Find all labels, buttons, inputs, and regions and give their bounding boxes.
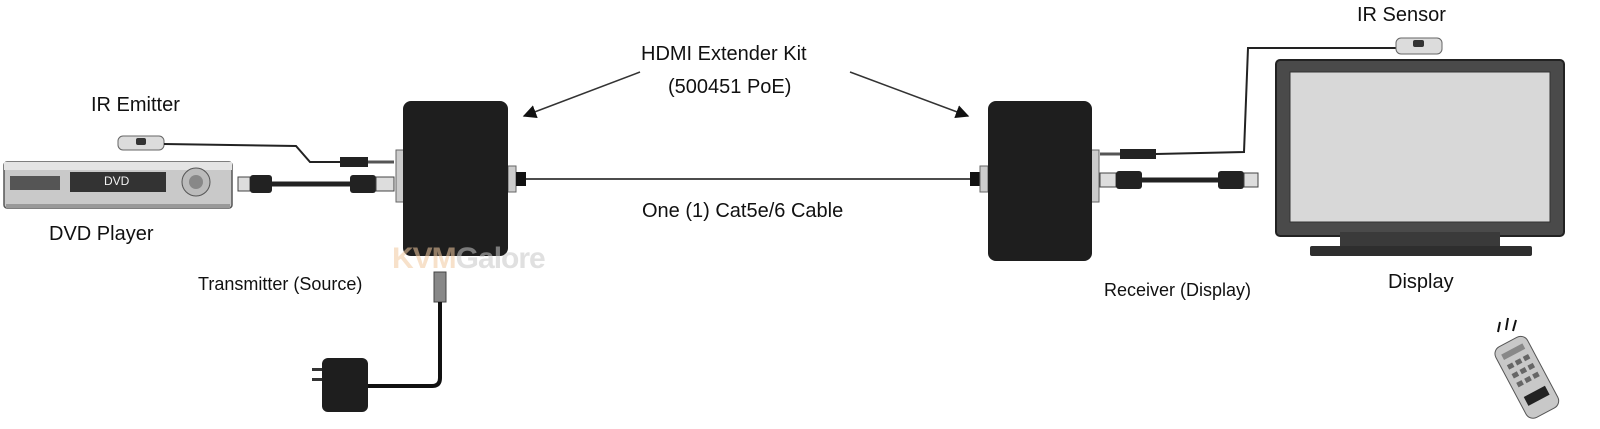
ir-sensor — [1100, 37, 1443, 159]
hdmi-cable-display — [1099, 171, 1259, 189]
ir-emitter-label: IR Emitter — [91, 94, 180, 116]
dvd-player — [3, 161, 233, 209]
display-label: Display — [1388, 271, 1454, 293]
transmitter-unit — [395, 101, 517, 256]
ir-sensor-label: IR Sensor — [1357, 4, 1446, 26]
transmitter-label: Transmitter (Source) — [198, 274, 363, 294]
watermark: KVMGalore — [392, 242, 546, 275]
receiver-label: Receiver (Display) — [1104, 280, 1252, 300]
kit-model-label: (500451 PoE) — [668, 76, 792, 98]
cable-label: One (1) Cat5e/6 Cable — [642, 200, 844, 222]
hdmi-cable-source — [237, 175, 395, 193]
cat5-cable — [516, 172, 980, 186]
arrow-to-transmitter — [522, 71, 641, 119]
kit-title-label: HDMI Extender Kit — [641, 43, 807, 65]
receiver-unit — [979, 101, 1100, 261]
arrow-to-receiver — [849, 71, 970, 119]
display-monitor — [1275, 59, 1565, 256]
ir-emitter — [117, 135, 394, 167]
dvd-display-text: DVD — [104, 174, 130, 188]
power-adapter — [312, 271, 447, 412]
dvd-player-label: DVD Player — [49, 223, 154, 245]
remote-control — [1494, 317, 1560, 419]
